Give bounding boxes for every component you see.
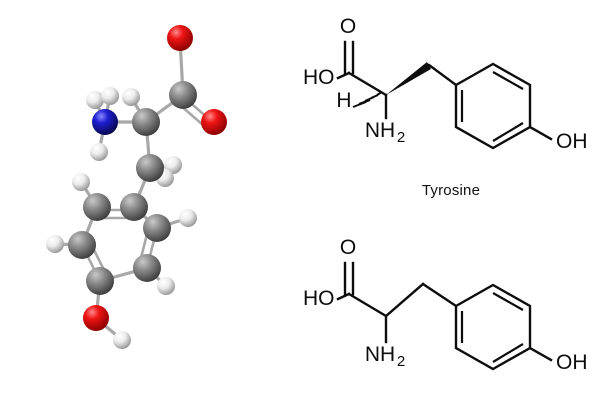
- alpha-hydrogen-label: H: [336, 89, 351, 112]
- benzene-ring-outline: [454, 62, 532, 150]
- atom-carbon: [86, 267, 114, 295]
- atom-oxygen: [83, 305, 109, 331]
- bond-carboxylC-alphaC: [347, 292, 388, 318]
- atom-hydrogen: [164, 156, 182, 174]
- bond-ring-phenol: [528, 346, 553, 362]
- benzene-inner-bond-2: [492, 71, 524, 90]
- bond-alphaC-CH2: [384, 282, 425, 318]
- atom-oxygen: [201, 109, 227, 135]
- amine-label: NH: [365, 119, 395, 142]
- atom-nitrogen: [92, 109, 118, 135]
- benzene-ring-outline: [454, 283, 532, 371]
- tyrosine-stereo-structure-panel: O HO H NH: [290, 0, 612, 212]
- atom-hydrogen: [72, 173, 90, 191]
- tyrosine-flat-structure-panel: O HO NH 2 OH: [290, 212, 612, 407]
- hydroxyl-label: HO: [303, 287, 335, 310]
- benzene-inner-bond-2: [492, 292, 524, 311]
- tyrosine-caption: Tyrosine: [421, 182, 481, 199]
- bond-CH2-ring: [427, 63, 458, 87]
- model-atoms: [46, 25, 227, 349]
- atom-hydrogen: [113, 331, 131, 349]
- tyrosine-3d-model-panel: [0, 0, 290, 407]
- benzene-inner-bond-3: [492, 122, 524, 142]
- carbonyl-oxygen-label: O: [340, 15, 356, 38]
- atom-carbon: [133, 254, 161, 282]
- bond-HO-carboxylC: [336, 292, 351, 301]
- bond-CH2-ring: [421, 282, 458, 308]
- atom-hydrogen: [122, 88, 140, 106]
- hydroxyl-label: HO: [303, 66, 335, 89]
- benzene-inner-bond-3: [492, 343, 524, 363]
- tyrosine-flat-structure-svg: O HO NH 2 OH: [303, 236, 588, 374]
- amine-subscript: 2: [397, 129, 405, 146]
- atom-carbon: [143, 214, 171, 242]
- bond-ring-phenol: [528, 125, 553, 141]
- atom-carbon: [68, 231, 96, 259]
- atom-oxygen: [167, 25, 193, 51]
- solid-wedge-bond-icon: [386, 62, 431, 95]
- atom-hydrogen: [90, 143, 108, 161]
- atom-carbon: [120, 193, 148, 221]
- atom-carbon: [132, 108, 160, 136]
- tyrosine-3d-model-svg: [46, 25, 227, 349]
- atom-carbon: [136, 154, 164, 182]
- atom-hydrogen: [46, 235, 64, 253]
- atom-carbon: [83, 193, 111, 221]
- phenol-label: OH: [556, 351, 588, 374]
- atom-hydrogen: [157, 277, 175, 295]
- bond-carboxylC-alphaC: [347, 71, 388, 97]
- tyrosine-stereo-structure-svg: O HO H NH: [303, 15, 588, 153]
- phenol-label: OH: [556, 130, 588, 153]
- atom-carbon: [169, 81, 197, 109]
- amine-subscript: 2: [397, 353, 405, 370]
- hashed-wedge-bond-icon: [352, 91, 383, 108]
- benzene-ring: [454, 62, 532, 150]
- atom-hydrogen: [101, 87, 119, 105]
- atom-hydrogen: [179, 209, 197, 227]
- atom-hydrogen: [86, 91, 104, 109]
- benzene-ring: [454, 283, 532, 371]
- carbonyl-oxygen-label: O: [340, 236, 356, 259]
- bond-HO-carboxylC: [336, 71, 351, 80]
- amine-label: NH: [365, 343, 395, 366]
